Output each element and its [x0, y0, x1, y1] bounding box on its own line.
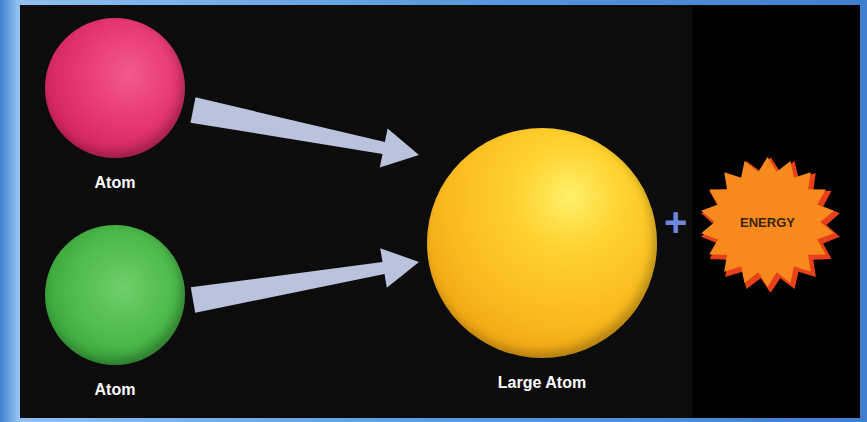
arrow-shape — [191, 248, 419, 313]
energy-burst: ENERGY — [695, 152, 840, 292]
plus-sign: + — [664, 202, 687, 242]
atom-sphere — [427, 128, 657, 358]
arrow-shape — [191, 97, 420, 167]
arrow-connector — [191, 97, 420, 167]
energy-text: ENERGY — [695, 215, 840, 230]
arrow-connector — [191, 248, 419, 313]
atom-node: Atom — [41, 18, 189, 194]
atom-sphere — [45, 18, 185, 158]
atom-label: Atom — [41, 381, 189, 399]
atom-node: Large Atom — [423, 128, 661, 394]
atom-sphere — [45, 225, 185, 365]
atom-node: Atom — [41, 225, 189, 401]
atom-label: Large Atom — [423, 374, 661, 392]
atom-label: Atom — [41, 174, 189, 192]
